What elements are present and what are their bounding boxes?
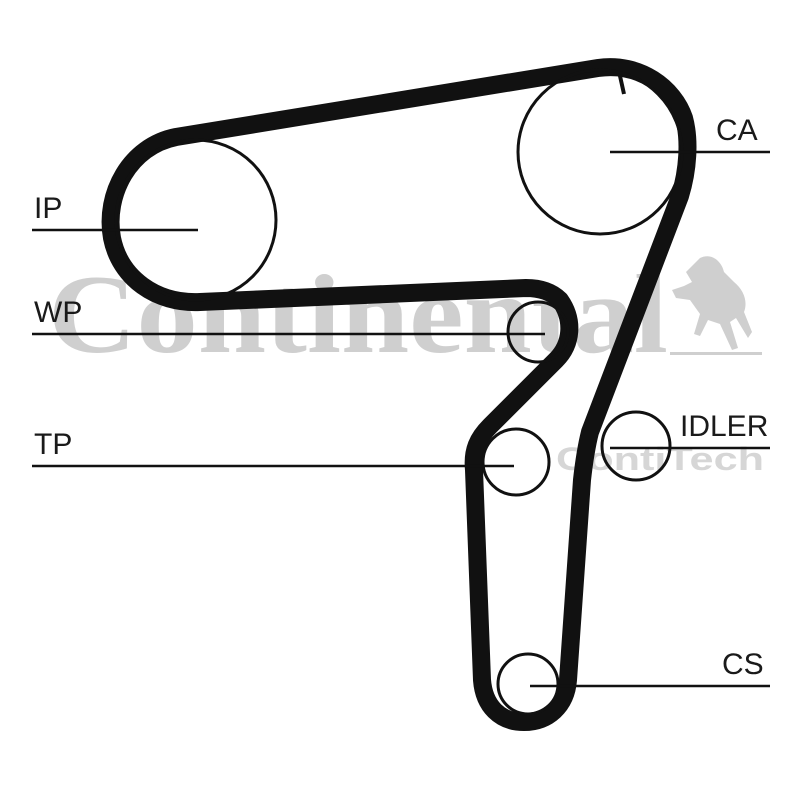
camshaft-timing-mark — [618, 75, 626, 95]
water-pump-pulley — [506, 300, 570, 364]
leader-lines — [32, 150, 770, 688]
label-cs: CS — [722, 648, 764, 681]
label-ip: IP — [34, 192, 62, 225]
watermark-underline — [670, 352, 762, 355]
crankshaft-pulley — [496, 652, 560, 716]
label-wp: WP — [34, 296, 82, 329]
idler-pulley — [600, 410, 672, 482]
label-ca: CA — [716, 114, 758, 147]
tensioner-pulley — [481, 427, 551, 497]
timing-belt — [101, 58, 697, 731]
label-tp: TP — [34, 428, 72, 461]
horse-logo-icon — [672, 256, 752, 350]
injection-pump-pulley — [114, 138, 278, 302]
label-idler: IDLER — [680, 410, 768, 443]
